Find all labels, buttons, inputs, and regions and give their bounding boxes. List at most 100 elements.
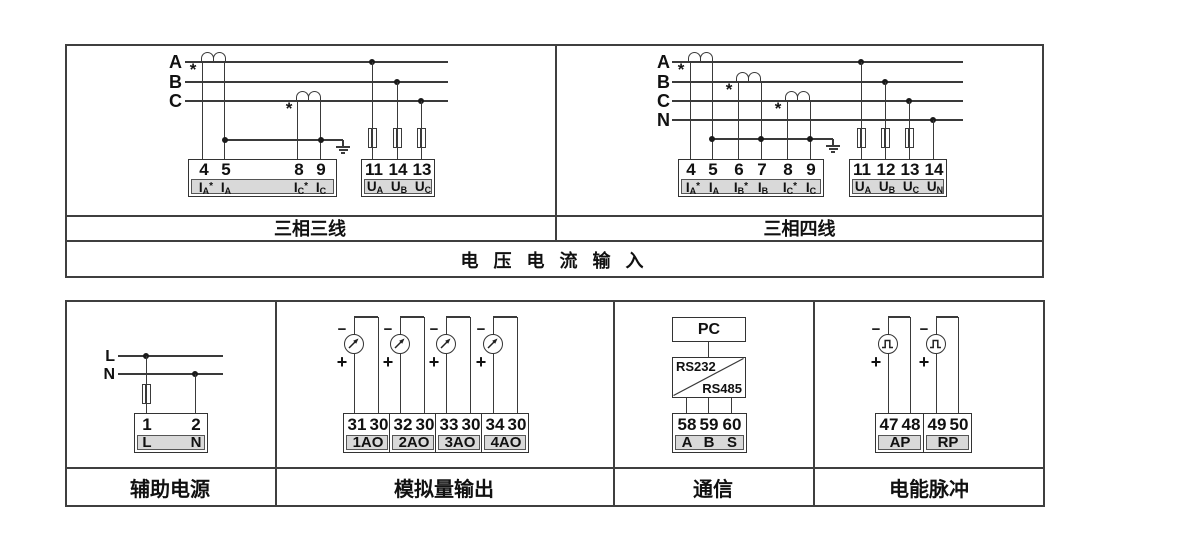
voltage-terminal-strip: 11 12 13 14 UA UB UC UN bbox=[849, 159, 947, 197]
terminal-number: 8 bbox=[294, 160, 304, 179]
terminal-number: 34 bbox=[485, 415, 505, 434]
ct-icon bbox=[748, 72, 761, 82]
terminal-label: UC bbox=[414, 179, 432, 195]
ct-icon bbox=[201, 52, 214, 62]
terminal-number: 5 bbox=[708, 160, 718, 179]
wire bbox=[730, 398, 732, 413]
wire bbox=[377, 317, 379, 413]
wire bbox=[887, 354, 889, 413]
ct-polarity-mark: * bbox=[725, 80, 733, 99]
fuse-icon bbox=[880, 128, 890, 148]
wire bbox=[711, 62, 713, 159]
terminal-label: UA bbox=[854, 179, 872, 195]
minus-sign: − bbox=[919, 321, 929, 338]
junction-dot bbox=[709, 136, 715, 142]
wire bbox=[786, 101, 788, 159]
wire bbox=[194, 374, 196, 413]
analog-terminal-strip-3: 33 30 3AO bbox=[435, 413, 483, 453]
pulse-terminal-strip-ap: 47 48 AP bbox=[875, 413, 924, 453]
ground-icon bbox=[825, 139, 841, 153]
io-sections-table bbox=[65, 300, 1045, 507]
plus-sign: + bbox=[428, 352, 440, 372]
wire bbox=[737, 82, 739, 159]
wire bbox=[516, 317, 518, 413]
terminal-label: IA* bbox=[685, 180, 701, 196]
terminal-label: IC bbox=[315, 180, 327, 196]
terminal-label-strip bbox=[346, 435, 388, 450]
terminal-number: 60 bbox=[722, 415, 742, 434]
phase-line-c bbox=[672, 100, 963, 102]
terminal-number: 50 bbox=[949, 415, 969, 434]
junction-dot bbox=[807, 136, 813, 142]
caption-voltage-current-input: 电 压 电 流 输 入 bbox=[460, 250, 649, 271]
ct-icon bbox=[296, 91, 309, 101]
terminal-number: 11 bbox=[365, 160, 383, 179]
terminal-label-strip bbox=[137, 435, 205, 450]
rs232-rs485-converter-box: RS232 RS485 bbox=[672, 357, 746, 398]
terminal-number: 30 bbox=[369, 415, 389, 434]
terminal-number: 13 bbox=[900, 160, 920, 179]
terminal-label: 3AO bbox=[444, 434, 476, 451]
terminal-label: L bbox=[142, 434, 152, 451]
phase-label-b: B bbox=[657, 72, 670, 92]
wire bbox=[888, 316, 910, 318]
wire bbox=[353, 317, 355, 335]
wire bbox=[469, 317, 471, 413]
ct-polarity-mark: * bbox=[677, 60, 685, 79]
terminal-number: 14 bbox=[388, 160, 408, 179]
fuse-icon bbox=[904, 128, 914, 148]
plus-sign: + bbox=[918, 352, 930, 372]
junction-dot bbox=[758, 136, 764, 142]
fuse-icon bbox=[392, 128, 402, 148]
table-column-divider bbox=[613, 300, 615, 507]
wire bbox=[492, 317, 494, 335]
ct-polarity-mark: * bbox=[774, 99, 782, 118]
wire bbox=[202, 62, 204, 159]
table-column-divider bbox=[275, 300, 277, 507]
terminal-number: 8 bbox=[783, 160, 793, 179]
terminal-number: 30 bbox=[461, 415, 481, 434]
wire bbox=[708, 342, 710, 357]
analog-terminal-strip-1: 31 30 1AO bbox=[343, 413, 391, 453]
ct-icon bbox=[700, 52, 713, 62]
wire bbox=[935, 354, 937, 413]
minus-sign: − bbox=[337, 321, 347, 338]
terminal-label-strip bbox=[852, 179, 944, 194]
wire bbox=[860, 62, 862, 159]
wire bbox=[689, 62, 691, 159]
rs485-label: RS485 bbox=[702, 381, 742, 396]
terminal-label: A bbox=[681, 434, 693, 451]
wire bbox=[492, 354, 494, 413]
terminal-label-strip bbox=[681, 179, 821, 194]
terminal-label-strip bbox=[392, 435, 434, 450]
wire bbox=[493, 316, 517, 318]
ct-icon bbox=[797, 91, 810, 101]
analog-terminal-strip-4: 34 30 4AO bbox=[481, 413, 529, 453]
terminal-number: 4 bbox=[199, 160, 209, 179]
junction-dot bbox=[221, 137, 228, 143]
phase-line-b bbox=[672, 81, 963, 83]
plus-sign: + bbox=[475, 352, 487, 372]
meter-icon bbox=[344, 334, 364, 354]
minus-sign: − bbox=[871, 321, 881, 338]
terminal-label: IC* bbox=[293, 180, 309, 196]
fuse-icon bbox=[416, 128, 426, 148]
terminal-number: 6 bbox=[734, 160, 744, 179]
ct-polarity-mark: * bbox=[189, 60, 197, 79]
terminal-label: 2AO bbox=[398, 434, 430, 451]
terminal-number: 31 bbox=[347, 415, 367, 434]
minus-sign: − bbox=[429, 321, 439, 338]
terminal-number: 59 bbox=[699, 415, 719, 434]
wire bbox=[909, 317, 911, 413]
pulse-terminal-strip-rp: 49 50 RP bbox=[923, 413, 972, 453]
terminal-label: S bbox=[726, 434, 738, 451]
terminal-number: 48 bbox=[901, 415, 921, 434]
ct-icon bbox=[308, 91, 321, 101]
terminal-number: 7 bbox=[757, 160, 767, 179]
terminal-number: 49 bbox=[927, 415, 947, 434]
voltage-terminal-strip: 11 14 13 UA UB UC bbox=[361, 159, 435, 197]
table-row-divider bbox=[65, 215, 1044, 217]
current-terminal-strip: 4 5 6 7 8 9 IA* IA IB* IB IC* IC bbox=[678, 159, 824, 197]
phase-label-b: B bbox=[169, 72, 182, 92]
ct-icon bbox=[736, 72, 749, 82]
